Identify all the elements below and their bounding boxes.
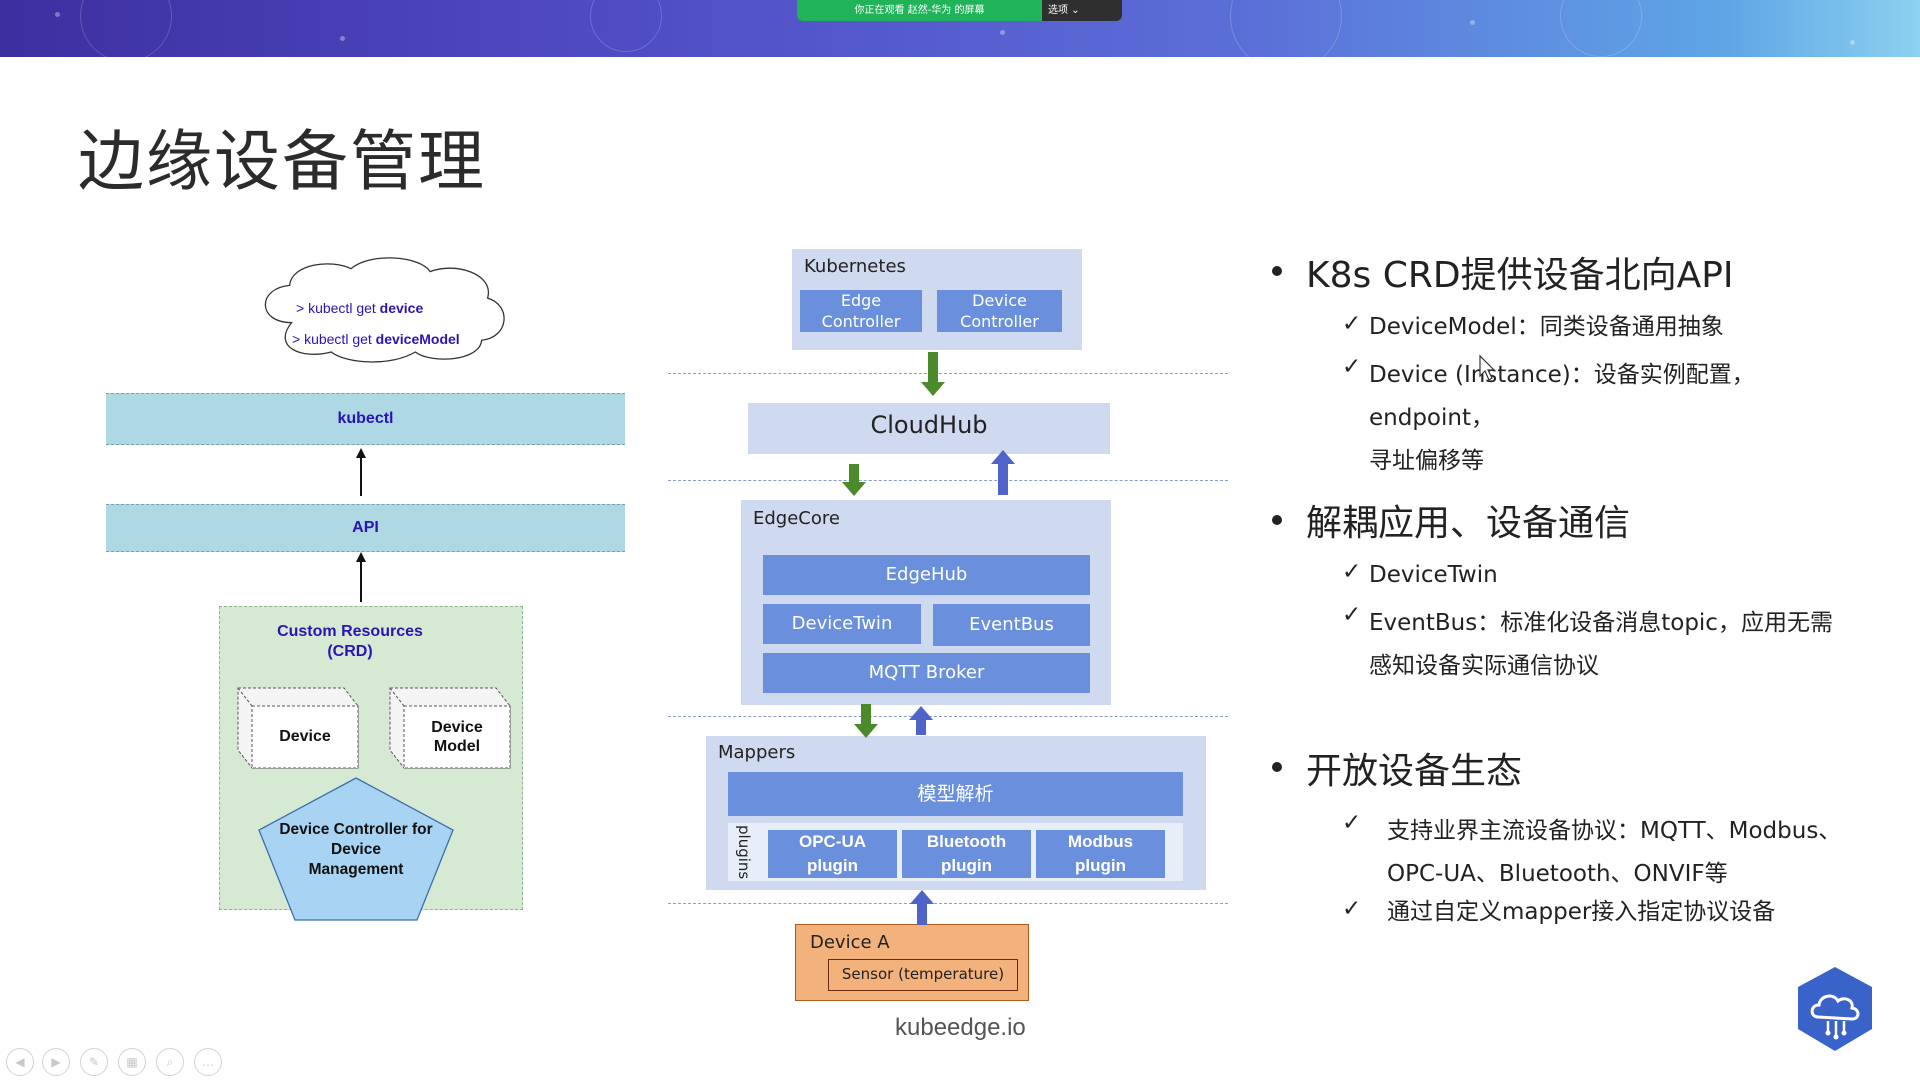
- separator-line: [668, 903, 1228, 904]
- more-icon[interactable]: …: [194, 1048, 222, 1076]
- bullet-heading: 解耦应用、设备通信: [1306, 503, 1631, 544]
- banner-decoration: [80, 0, 172, 57]
- device-controller-box: Device Controller: [937, 290, 1062, 332]
- mqtt-broker-box: MQTT Broker: [763, 653, 1090, 693]
- flow-arrows: [842, 352, 1015, 925]
- banner-decoration: [590, 0, 662, 52]
- separator-line: [668, 480, 1228, 481]
- controller-pentagon: [258, 777, 454, 921]
- up-arrows-left: [356, 448, 366, 602]
- bullet-item: 支持业界主流设备协议：MQTT、Modbus、 OPC-UA、Bluetooth…: [1387, 818, 1842, 887]
- page-title: 边缘设备管理: [78, 123, 486, 200]
- bullet-item: EventBus：标准化设备消息topic，应用无需 感知设备实际通信协议: [1369, 610, 1833, 679]
- cloudhub-panel: [748, 403, 1110, 454]
- banner-dot: [55, 12, 60, 17]
- check-icon: ✓: [1342, 311, 1362, 337]
- play-icon[interactable]: ▶: [42, 1048, 70, 1076]
- model-parse-box: 模型解析: [728, 772, 1183, 816]
- command-get-devicemodel: > kubectl get deviceModel: [292, 331, 460, 347]
- banner-dot: [1850, 40, 1855, 45]
- bullet-item: DeviceTwin: [1369, 562, 1498, 588]
- cloudhub-label: CloudHub: [870, 411, 988, 439]
- site-url: kubeedge.io: [895, 1014, 1026, 1041]
- kubeedge-cloud-logo-icon: [1798, 967, 1872, 1051]
- check-icon: ✓: [1342, 354, 1362, 380]
- pen-icon[interactable]: ✎: [80, 1048, 108, 1076]
- sensor-box: Sensor (temperature): [828, 959, 1018, 991]
- bluetooth-plugin-box: Bluetooth plugin: [902, 830, 1031, 878]
- kubectl-layer: kubectl: [106, 393, 625, 445]
- bullet-item: DeviceModel：同类设备通用抽象: [1369, 314, 1724, 340]
- mappers-label: Mappers: [718, 742, 796, 763]
- separator-line: [668, 373, 1228, 374]
- edgehub-box: EdgeHub: [763, 555, 1090, 595]
- grid-icon[interactable]: ▦: [118, 1048, 146, 1076]
- check-icon: ✓: [1342, 602, 1362, 628]
- devicetwin-box: DeviceTwin: [763, 604, 921, 644]
- device-model-cube-label: Device Model: [431, 719, 483, 755]
- edgecore-label: EdgeCore: [753, 508, 840, 529]
- prev-icon[interactable]: ◀: [6, 1048, 34, 1076]
- api-layer: API: [106, 504, 625, 552]
- bullet-item: Device (Instance)：设备实例配置，endpoint， 寻址偏移等: [1369, 362, 1755, 474]
- share-options-button[interactable]: 选项 ⌄: [1048, 5, 1080, 16]
- bullet-dot: [1272, 515, 1282, 525]
- banner-decoration: [1560, 0, 1642, 57]
- opcua-plugin-box: OPC-UA plugin: [768, 830, 897, 878]
- bullet-dot: [1272, 266, 1282, 276]
- eventbus-box: EventBus: [933, 604, 1090, 646]
- banner-decoration: [1230, 0, 1342, 57]
- device-a-box: [795, 924, 1029, 1001]
- check-icon: ✓: [1342, 559, 1362, 585]
- banner-dot: [1470, 20, 1475, 25]
- screen-share-notice: 你正在观看 赵然-华为 的屏幕: [797, 0, 1042, 21]
- mouse-cursor-icon: [1479, 354, 1496, 381]
- zoom-icon[interactable]: ⌕: [156, 1048, 184, 1076]
- device-cube-label: Device: [279, 728, 331, 745]
- banner-dot: [340, 36, 345, 41]
- command-text: > kubectl get: [296, 300, 380, 316]
- plugins-label: plugins: [735, 825, 753, 880]
- cloud-shape: [264, 257, 505, 363]
- modbus-plugin-box: Modbus plugin: [1036, 830, 1165, 878]
- device-controller-label: Device Controller for Device Management: [279, 821, 433, 878]
- separator-line: [668, 716, 1228, 717]
- bullet-heading: 开放设备生态: [1306, 751, 1523, 792]
- command-keyword: device: [379, 300, 424, 316]
- command-text: > kubectl get: [292, 331, 376, 347]
- kubernetes-label: Kubernetes: [804, 256, 906, 277]
- banner-dot: [1000, 30, 1005, 35]
- check-icon: ✓: [1342, 896, 1362, 922]
- edge-controller-box: Edge Controller: [800, 290, 922, 332]
- bullet-item: 通过自定义mapper接入指定协议设备: [1387, 899, 1776, 925]
- bullet-heading: K8s CRD提供设备北向API: [1306, 255, 1734, 296]
- check-icon: ✓: [1342, 810, 1362, 836]
- command-get-device: > kubectl get device: [296, 300, 423, 316]
- crd-title: Custom Resources (CRD): [277, 623, 423, 660]
- device-a-label: Device A: [810, 932, 890, 953]
- command-keyword: deviceModel: [375, 331, 460, 347]
- bullet-dot: [1272, 762, 1282, 772]
- crd-cubes: [237, 687, 511, 769]
- screen-share-bar: 你正在观看 赵然-华为 的屏幕 选项 ⌄: [797, 0, 1122, 21]
